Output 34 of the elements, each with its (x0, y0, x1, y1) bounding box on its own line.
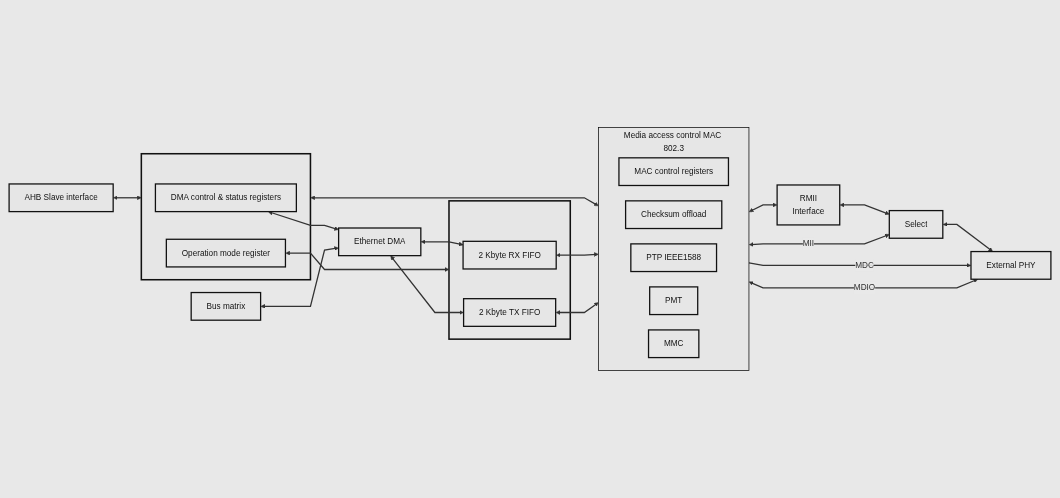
arrow (285, 250, 450, 272)
arrow (310, 195, 599, 207)
node-box: Select (888, 209, 944, 239)
node-box: PMT (649, 286, 699, 316)
node-box: Ethernet DMA (338, 227, 422, 257)
node-box: Bus matrix (190, 291, 262, 321)
arrow (420, 239, 464, 247)
edge-label: MDC (855, 260, 874, 270)
edge-label: MDIO (853, 283, 876, 293)
node-box: 2 Kbyte RX FIFO (462, 240, 557, 270)
node-box: Operation mode register (165, 238, 287, 268)
node-box: PTP IEEE1588 (630, 243, 718, 273)
arrow (942, 222, 993, 252)
arrow (390, 255, 464, 315)
node-box: DMA control & status registers (154, 183, 297, 213)
arrow (839, 202, 890, 215)
node-box: MMC (647, 329, 700, 359)
arrow (113, 195, 142, 201)
cluster (140, 152, 312, 281)
arrow (260, 246, 339, 309)
arrow (748, 202, 778, 213)
node-box: External PHY (970, 250, 1052, 280)
node-box: RMII Interface (776, 184, 841, 226)
cluster (448, 200, 572, 340)
edge-label: MII (802, 239, 815, 248)
arrow (748, 233, 890, 247)
arrow (748, 278, 978, 289)
node-box: 2 Kbyte TX FIFO (462, 298, 557, 327)
arrow (555, 302, 599, 315)
node-box: MAC control registers (618, 157, 730, 187)
node-box: AHB Slave interface (8, 183, 114, 213)
arrow (268, 210, 339, 231)
node-box: Checksum offload (624, 200, 723, 230)
arrow (556, 252, 599, 258)
